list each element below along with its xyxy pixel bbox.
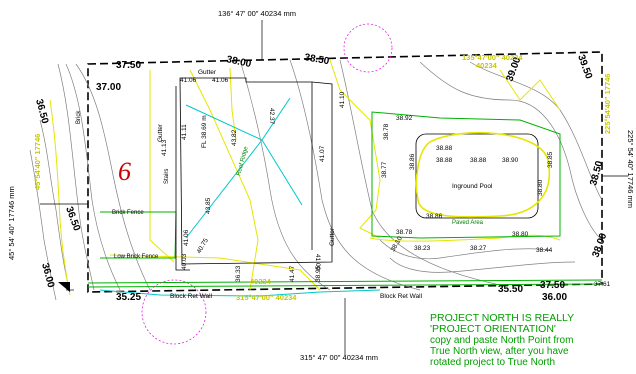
label-gutter-tr: 41.06 [212,77,229,84]
label-fl: FL 38.69 m [201,115,208,148]
svg-text:36.33: 36.33 [235,265,242,282]
label-block-ret-wall-left: Block Ret Wall [170,293,213,300]
svg-text:38.44: 38.44 [536,247,553,254]
svg-text:40.75: 40.75 [196,237,210,255]
house-outline [175,77,333,271]
label-block-ret-wall-right: Block Ret Wall [380,293,423,300]
level-b3: 37.61 [594,281,611,288]
svg-text:41.07: 41.07 [319,145,326,162]
note-line-4: True North view, after you have [430,346,569,357]
svg-text:43.85: 43.85 [205,197,212,214]
svg-text:38.27: 38.27 [470,245,487,252]
level-br1: 37.50 [540,280,565,291]
svg-text:41.13: 41.13 [161,139,168,156]
spot-levels: 42.37 43.82 43.85 41.11 41.13 41.10 41.0… [161,91,554,282]
svg-text:38.10: 38.10 [390,235,404,253]
svg-text:42.37: 42.37 [268,108,275,125]
label-gutter-left: Gutter [157,123,164,142]
stair-symbol [58,282,70,292]
svg-text:38.88: 38.88 [436,145,453,152]
label-brick: Brick [76,110,82,124]
note-line-5: rotated project to True North [430,357,556,368]
yellow-contours [49,59,561,296]
note-line-3: copy and paste North Point from [430,335,574,346]
level-top1: 38.00 [225,54,252,70]
level-tr: 39.50 [575,53,594,81]
label-brick-fence: Brick Fence [112,210,144,216]
yellow-dim-bottom: 315°47'00" 40234 [236,293,297,302]
pool-rim [415,131,550,218]
bearing-tick-lines [40,20,628,356]
level-b1: 35.50 [498,284,523,295]
svg-text:41.11: 41.11 [181,124,188,140]
yellow-dim-bottom-value: 40234 [250,277,272,286]
svg-text:40.03: 40.03 [181,253,188,270]
level-l2: 36.00 [39,262,56,289]
level-l3: 36.50 [63,205,82,233]
note-line-1: PROJECT NORTH IS REALLY [430,312,575,324]
annotation-six: 6 [118,157,131,186]
svg-text:38.23: 38.23 [414,245,431,252]
yellow-dim-left: 45°54'40" 17746 [33,134,42,190]
svg-text:38.85: 38.85 [547,151,554,168]
svg-text:38.88: 38.88 [470,157,487,164]
level-r1: 38.50 [588,159,605,186]
svg-text:41.10: 41.10 [339,91,346,108]
green-lines [87,111,603,288]
level-tl2: 37.00 [96,82,121,93]
svg-text:38.92: 38.92 [396,115,413,122]
bearing-bottom: 315° 47' 00" 40234 mm [300,353,378,362]
label-stairs: Stairs [164,169,170,184]
svg-text:38.80: 38.80 [512,231,529,238]
level-r2: 38.00 [590,231,609,259]
level-top2: 38.50 [303,52,330,67]
svg-text:38.90: 38.90 [502,157,519,164]
level-tl: 37.50 [116,60,141,71]
bearing-right: 225° 54' 40" 17746 mm [626,130,635,208]
svg-text:41.06: 41.06 [183,229,190,246]
level-br2: 36.00 [542,292,567,303]
svg-text:38.77: 38.77 [381,161,388,178]
svg-text:38.95: 38.95 [315,265,322,282]
yellow-dim-right: 225°54'40" 17746 [603,74,612,134]
label-inground-pool: Inground Pool [452,183,493,190]
contour-lines [29,59,603,301]
svg-text:43.82: 43.82 [231,129,238,146]
svg-text:38.88: 38.88 [436,157,453,164]
label-gutter-tl: 41.06 [180,77,197,84]
label-gutter-top: Gutter [198,69,217,76]
svg-text:38.86: 38.86 [409,153,416,170]
label-gutter-right: Gutter [329,227,336,246]
note-line-2: 'PROJECT ORIENTATION' [430,323,556,335]
level-l1: 36.50 [33,98,50,125]
label-low-brick-fence: Low Brick Fence [114,254,159,260]
label-paved-area: Paved Area [452,220,484,226]
pool-outline [415,133,539,219]
level-b2: 35.25 [116,292,141,303]
project-north-note: PROJECT NORTH IS REALLY 'PROJECT ORIENTA… [430,312,630,369]
svg-text:38.86: 38.86 [426,213,443,220]
label-roof-ridge: Roof Ridge [236,145,250,176]
roof-ridge-lines [99,97,381,297]
svg-text:38.80: 38.80 [537,179,544,196]
svg-text:38.78: 38.78 [396,229,413,236]
svg-text:38.78: 38.78 [383,123,390,140]
yellow-dim-top-value: 40234 [476,61,498,70]
yellow-dim-top: 135°47'00" 40234 [462,53,523,62]
svg-text:41.47: 41.47 [289,265,296,282]
bearing-top: 136° 47' 00" 40234 mm [218,9,296,18]
bearing-left: 45° 54' 40" 17746 mm [7,186,16,260]
tree-canopies [141,23,393,345]
svg-text:41.00: 41.00 [314,254,321,271]
